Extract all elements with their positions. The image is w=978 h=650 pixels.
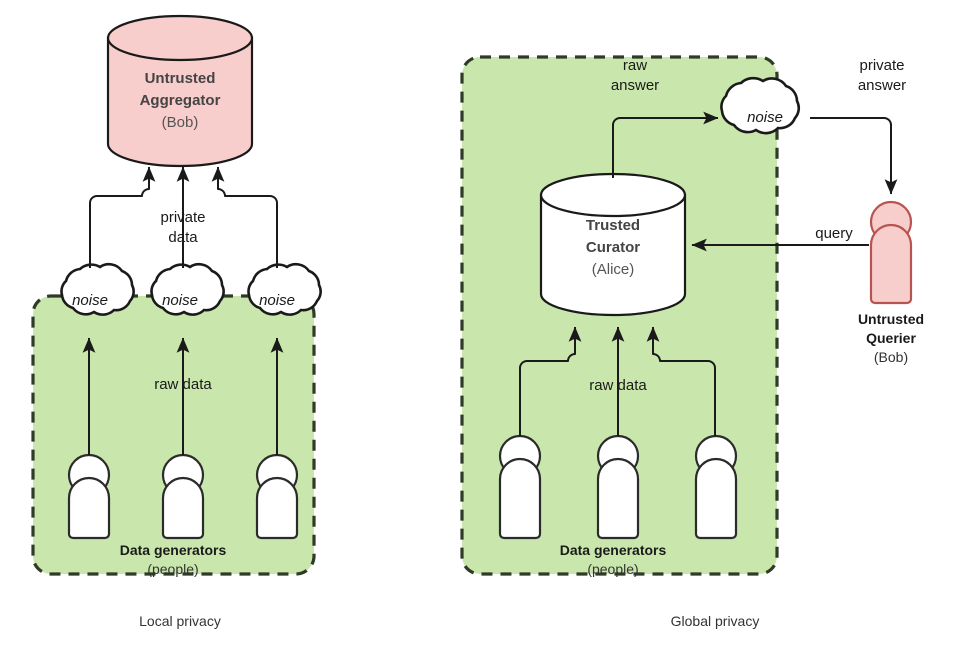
local-noise-cloud-1: noise [60,262,135,316]
global-rawanswer-label-line1: raw [623,57,647,74]
global-noise-label: noise [747,109,783,126]
local-noise-label-3: noise [259,292,295,309]
local-privacy-caption: Local privacy [139,613,221,629]
curator-title-line1: Trusted [586,217,640,234]
curator-title-line3: (Alice) [592,261,635,278]
panel-local-privacy: Data generators (people) raw data noise … [31,14,322,629]
global-privacy-caption: Global privacy [671,613,760,629]
untrusted-querier-person: Untrusted Querier (Bob) [858,200,924,365]
global-person-3 [694,434,738,540]
local-privatedata-label-line1: private [160,209,205,226]
local-noise-label-1: noise [72,292,108,309]
global-zone-sublabel: (people) [587,561,638,577]
querier-title-line3: (Bob) [874,349,908,365]
global-query-label: query [815,225,853,242]
local-zone-sublabel: (people) [147,561,198,577]
global-person-2 [596,434,640,540]
global-rawdata-label: raw data [589,377,647,394]
local-privatedata-edge-3 [211,166,278,268]
global-rawanswer-edge [612,111,719,178]
global-person-1 [498,434,542,540]
untrusted-aggregator-cylinder: Untrusted Aggregator (Bob) [106,14,254,168]
local-person-1 [67,453,111,540]
curator-title-line2: Curator [586,239,640,256]
querier-title-line2: Querier [866,330,916,346]
global-privateanswer-label-line1: private [859,57,904,74]
local-privatedata-edge-1 [89,166,156,268]
local-zone-label: Data generators [120,542,227,558]
global-rawanswer-label-line2: answer [611,77,659,94]
panel-global-privacy: Data generators (people) raw data Truste… [460,55,924,629]
local-privatedata-label-line2: data [168,229,198,246]
local-rawdata-label: raw data [154,376,212,393]
local-noise-cloud-2: noise [150,262,225,316]
local-noise-label-2: noise [162,292,198,309]
querier-title-line1: Untrusted [858,311,924,327]
global-rawdata-edge-1 [519,326,582,436]
global-rawdata-edge-3 [646,326,716,436]
global-privateanswer-edge [810,117,898,195]
aggregator-title-line1: Untrusted [145,70,216,87]
local-noise-cloud-3: noise [247,262,322,316]
local-person-2 [161,453,205,540]
trusted-curator-cylinder: Trusted Curator (Alice) [539,172,687,317]
global-noise-cloud: noise [720,76,801,135]
global-privateanswer-label-line2: answer [858,77,906,94]
local-person-3 [255,453,299,540]
global-zone-label: Data generators [560,542,667,558]
aggregator-title-line3: (Bob) [162,114,199,131]
aggregator-title-line2: Aggregator [140,92,221,109]
